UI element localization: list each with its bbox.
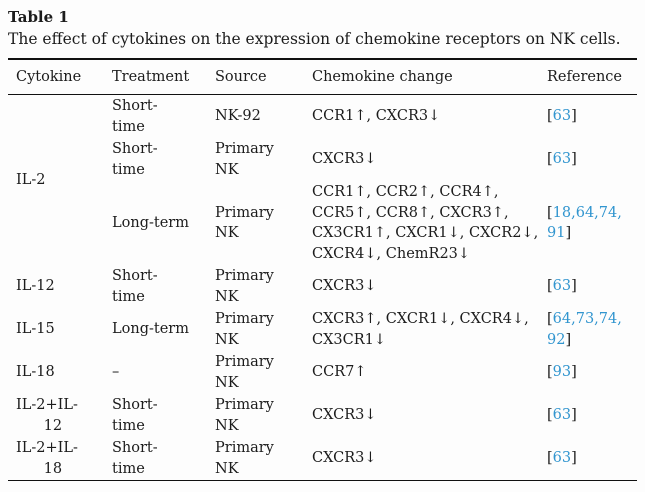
reference-cell: [63] (539, 265, 637, 308)
table-title: Table 1 (8, 8, 69, 26)
treatment-cell: Short- time (112, 397, 158, 434)
cytokine-cell: IL-12 (16, 278, 55, 295)
chemokine-cell: CXCR3↓ (312, 151, 377, 168)
reference-open-bracket: [ (547, 450, 553, 467)
reference-open-bracket: [ (547, 278, 553, 295)
chemokine-cell: CXCR3↑, CXCR1↓, CXCR4↓, CX3CR1↓ (312, 311, 529, 348)
cytokine-cell: IL-18 (16, 364, 55, 381)
treatment-cell: Short- time (112, 440, 158, 477)
citation-link[interactable]: 64,73,74, 92 (547, 311, 622, 348)
header-row: Cytokine Treatment Source Chemokine chan… (8, 59, 637, 95)
chemokine-cell: CCR1↑, CCR2↑, CCR4↑, CCR5↑, CCR8↑, CXCR3… (312, 184, 539, 262)
cytokine-cell: IL-2+IL- 18 (16, 440, 78, 477)
reference-close-bracket: ] (571, 450, 577, 467)
reference-cell: [18,64,74, 91] (539, 181, 637, 265)
citation-link[interactable]: 63 (552, 278, 572, 295)
source-cell: Primary NK (215, 440, 274, 477)
treatment-cell: Short- time (112, 141, 158, 178)
table-header: Cytokine Treatment Source Chemokine chan… (8, 59, 637, 95)
treatment-cell: – (112, 364, 120, 381)
citation-link[interactable]: 93 (552, 364, 572, 381)
chemokine-cell: CXCR3↓ (312, 450, 377, 467)
treatment-cell: Long-term (112, 321, 189, 338)
citation-link[interactable]: 63 (552, 407, 572, 424)
reference-close-bracket: ] (571, 108, 577, 125)
table-row: IL-2+IL- 12 Short- time Primary NK CXCR3↓ [6… (8, 394, 637, 437)
source-cell: Primary NK (215, 354, 274, 391)
source-cell: Primary NK (215, 311, 274, 348)
citation-link[interactable]: 18,64,74, 91 (547, 204, 622, 242)
table-row: IL-12 Short- time Primary NK CXCR3↓ [63] (8, 265, 637, 308)
col-header-source: Source (207, 59, 304, 95)
reference-open-bracket: [ (547, 151, 553, 168)
table-row: Short- time Primary NK CXCR3↓ [63] (8, 138, 637, 181)
table-caption: The effect of cytokines on the expressio… (8, 30, 621, 48)
citation-link[interactable]: 63 (552, 450, 572, 467)
col-header-chemokine-change: Chemokine change (304, 59, 539, 95)
cytokine-cell: IL-15 (16, 321, 55, 338)
source-cell: NK-92 (215, 108, 261, 125)
cytokine-cell: IL-2+IL- 12 (16, 397, 78, 434)
table-row: IL-2+IL- 18 Short- time Primary NK CXCR3↓ [6… (8, 437, 637, 481)
treatment-cell: Short- time (112, 268, 158, 305)
reference-cell: [63] (539, 95, 637, 139)
citation-link[interactable]: 63 (552, 151, 572, 168)
cytokine-table: Cytokine Treatment Source Chemokine chan… (8, 58, 637, 481)
source-cell: Primary NK (215, 268, 274, 305)
reference-cell: [63] (539, 437, 637, 481)
chemokine-cell: CXCR3↓ (312, 407, 377, 424)
reference-close-bracket: ] (565, 331, 572, 348)
reference-close-bracket: ] (565, 225, 572, 241)
col-header-treatment: Treatment (104, 59, 207, 95)
col-header-reference: Reference (539, 59, 637, 95)
col-header-cytokine: Cytokine (8, 59, 104, 95)
citation-link[interactable]: 63 (552, 108, 572, 125)
reference-open-bracket: [ (547, 204, 553, 221)
reference-cell: [93] (539, 351, 637, 394)
reference-open-bracket: [ (547, 407, 553, 424)
chemokine-cell: CCR7↑ (312, 364, 367, 381)
reference-cell: [63] (539, 394, 637, 437)
source-cell: Primary NK (215, 141, 274, 178)
source-cell: Primary NK (215, 204, 274, 242)
chemokine-cell: CXCR3↓ (312, 278, 377, 295)
reference-close-bracket: ] (571, 364, 577, 381)
cytokine-cell: IL-2 (16, 171, 46, 188)
chemokine-cell: CCR1↑, CXCR3↓ (312, 108, 441, 125)
reference-cell: [64,73,74, 92] (539, 308, 637, 351)
table-row: IL-18 – Primary NK CCR7↑ [93] (8, 351, 637, 394)
table-row: IL-15 Long-term Primary NK CXCR3↑, CXCR1↓, … (8, 308, 637, 351)
treatment-cell: Long-term (112, 214, 189, 231)
reference-open-bracket: [ (547, 108, 553, 125)
reference-close-bracket: ] (571, 278, 577, 295)
reference-open-bracket: [ (547, 311, 553, 327)
reference-close-bracket: ] (571, 407, 577, 424)
treatment-cell: Short- time (112, 98, 158, 135)
table-row: IL-2 Short- time NK-92 CCR1↑, CXCR3↓ [63] (8, 95, 637, 188)
reference-open-bracket: [ (547, 364, 553, 381)
table-row: Long-term Primary NK CCR1↑, CCR2↑, CCR4↑, … (8, 181, 637, 265)
source-cell: Primary NK (215, 397, 274, 434)
reference-close-bracket: ] (571, 151, 577, 168)
reference-cell: [63] (539, 138, 637, 181)
